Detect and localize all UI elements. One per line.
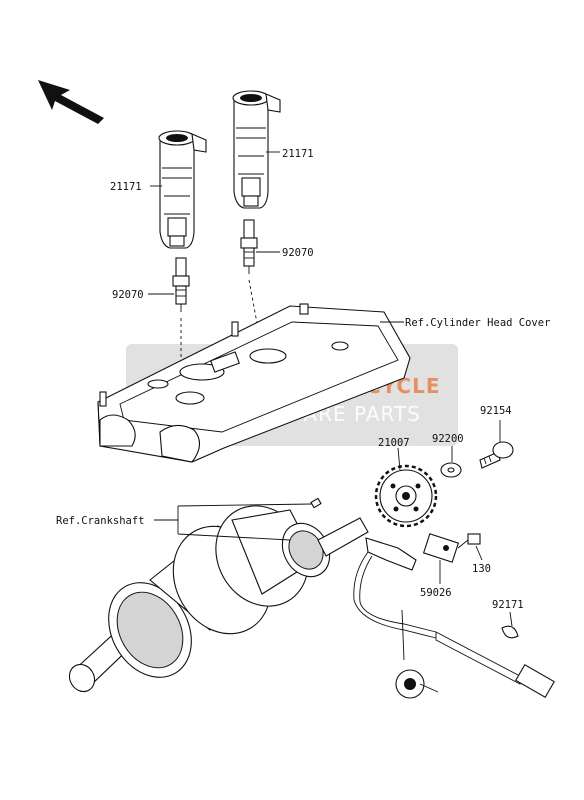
label-coil-right: 21171 xyxy=(282,148,314,160)
label-coil-left: 21171 xyxy=(110,181,142,193)
ignition-coil-right xyxy=(232,90,281,209)
label-plug-left: 92070 xyxy=(112,289,144,301)
label-ref-crankshaft: Ref.Crankshaft xyxy=(56,515,145,527)
label-plug-right: 92070 xyxy=(282,247,314,259)
label-bolt: 92154 xyxy=(480,405,512,417)
crank-sensor-59026 xyxy=(365,533,460,571)
rotor-21007 xyxy=(374,464,438,528)
label-rotor: 21007 xyxy=(378,437,410,449)
sensor-wire-harness xyxy=(353,551,555,699)
crankshaft xyxy=(68,497,369,693)
spark-plug-left xyxy=(172,257,190,312)
bolt-92154 xyxy=(479,441,514,469)
label-washer: 92200 xyxy=(432,433,464,445)
label-ref-head-cover: Ref.Cylinder Head Cover xyxy=(405,317,550,329)
washer-92200 xyxy=(440,462,462,478)
spark-plug-right xyxy=(240,219,258,274)
label-screw: 130 xyxy=(472,563,491,575)
label-sensor: 59026 xyxy=(420,587,452,599)
direction-arrow-icon xyxy=(38,80,104,124)
cylinder-head-cover xyxy=(97,303,411,463)
label-clamp: 92171 xyxy=(492,599,524,611)
clamp-92171 xyxy=(501,625,519,639)
screw-130 xyxy=(457,533,481,549)
ignition-coil-left xyxy=(158,130,207,249)
